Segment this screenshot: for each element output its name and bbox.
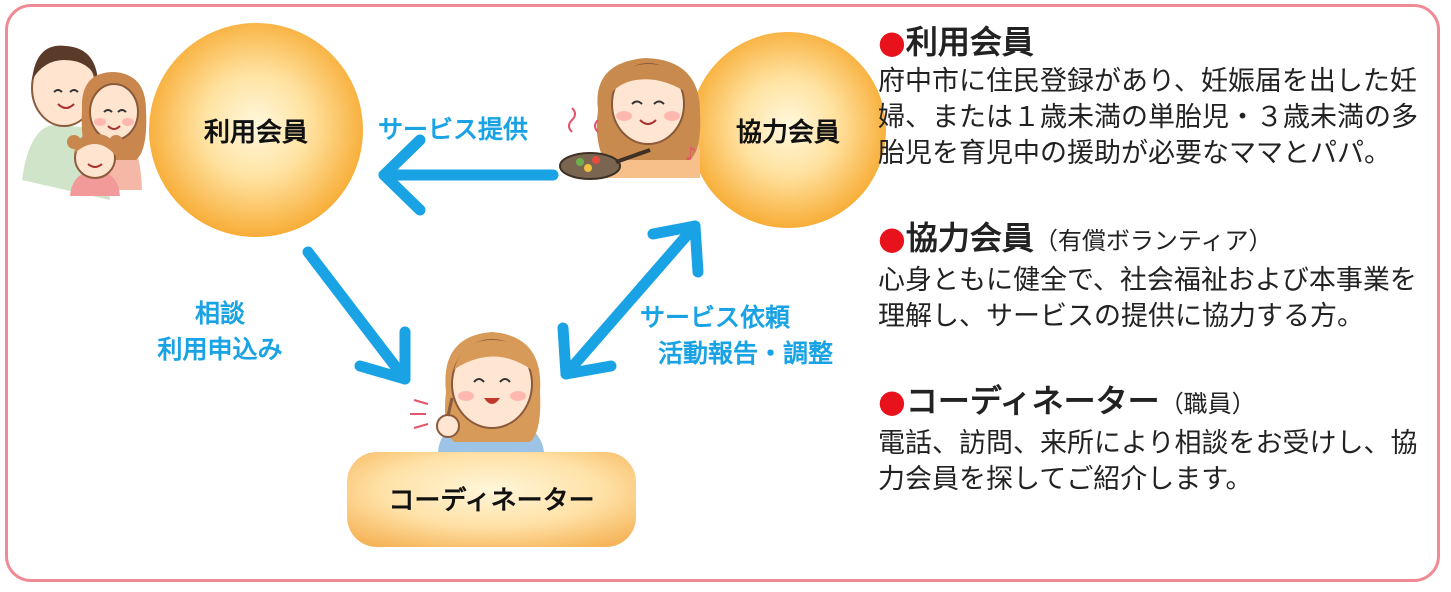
description-panel: ●利用会員 府中市に住民登録があり、妊娠届を出した妊婦、または１歳未満の単胎児・…: [878, 20, 1434, 498]
service-provide-label: サービス提供: [378, 115, 529, 144]
user-member-description: 府中市に住民登録があり、妊娠届を出した妊婦、または１歳未満の単胎児・３歳未満の多…: [878, 66, 1418, 169]
user-member-section: ●利用会員 府中市に住民登録があり、妊娠届を出した妊婦、または１歳未満の単胎児・…: [878, 20, 1434, 172]
coordinator-section: ●コーディネーター（職員） 電話、訪問、来所により相談をお受けし、協力会員を探し…: [878, 379, 1434, 498]
helper-member-title: 協力会員: [905, 219, 1034, 257]
red-dot-icon: ●: [878, 382, 906, 420]
coordinator-description: 電話、訪問、来所により相談をお受けし、協力会員を探してご紹介します。: [878, 428, 1418, 495]
coordinator-heading: ●コーディネーター（職員）: [878, 379, 1434, 426]
family-illustration: [22, 45, 147, 200]
coordinator-illustration: [410, 332, 544, 452]
svg-text:♪: ♪: [685, 144, 697, 165]
user-member-heading: ●利用会員: [878, 20, 1434, 64]
consult-label: 相談 利用申込み: [130, 296, 310, 368]
helper-member-label: 協力会員: [735, 118, 840, 148]
user-member-label: 利用会員: [203, 118, 308, 148]
arrow-service-provide: [378, 134, 559, 216]
request-label: サービス依頼 活動報告・調整: [640, 300, 833, 372]
user-member-title: 利用会員: [905, 23, 1034, 61]
helper-member-heading: ●協力会員（有償ボランティア）: [878, 216, 1434, 263]
helper-member-circle: [690, 32, 886, 228]
user-member-circle: [149, 23, 363, 237]
request-label-line1: サービス依頼: [640, 303, 791, 332]
red-dot-icon: ●: [878, 219, 906, 257]
coordinator-label: コーディネーター: [388, 486, 595, 516]
coordinator-note: （職員）: [1159, 390, 1256, 418]
arrow-request-both: [557, 220, 704, 380]
coordinator-pill: [347, 452, 636, 547]
cooking-helper-illustration: ♪: [559, 58, 701, 180]
arrow-consult: [302, 246, 411, 385]
red-dot-icon: ●: [878, 23, 906, 61]
helper-member-note: （有償ボランティア）: [1033, 227, 1273, 255]
consult-label-line1: 相談: [194, 299, 245, 328]
request-label-line2: 活動報告・調整: [658, 339, 834, 368]
helper-member-description: 心身ともに健全で、社会福祉および本事業を理解し、サービスの提供に協力する方。: [878, 265, 1417, 332]
helper-member-section: ●協力会員（有償ボランティア） 心身ともに健全で、社会福祉および本事業を理解し、…: [878, 216, 1434, 335]
consult-label-line2: 利用申込み: [157, 335, 283, 364]
coordinator-title: コーディネーター: [905, 382, 1160, 420]
